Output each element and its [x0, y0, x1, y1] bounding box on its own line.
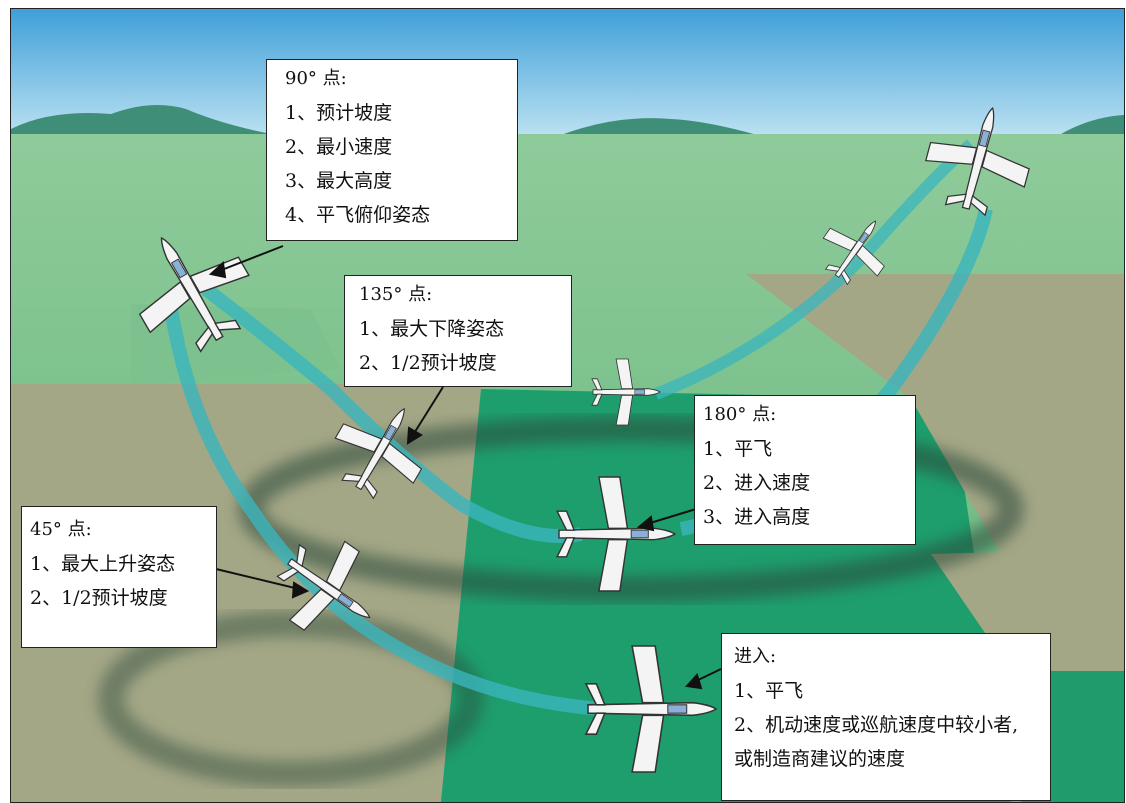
- arrow-icon: [218, 245, 284, 272]
- callout-180-item: 3、进入高度: [703, 506, 811, 528]
- callout-135-item: 1、最大下降姿态: [359, 318, 505, 340]
- callout-45-item: 1、最大上升姿态: [30, 553, 176, 575]
- arrow-icon: [636, 515, 655, 532]
- callout-45: 45° 点: 1、最大上升姿态 2、1/2预计坡度: [21, 506, 217, 648]
- arrow-icon: [208, 260, 227, 279]
- arrow-icon: [646, 508, 697, 525]
- arrow-icon: [684, 673, 703, 690]
- callout-180-item: 2、进入速度: [703, 472, 811, 494]
- callout-180: 180° 点: 1、平飞 2、进入速度 3、进入高度: [694, 395, 916, 545]
- flight-path: [164, 307, 602, 716]
- callout-180-item: 1、平飞: [703, 438, 773, 460]
- callout-135-item: 2、1/2预计坡度: [359, 352, 497, 374]
- callout-90-item: 1、预计坡度: [285, 102, 393, 124]
- diagram-frame: 90° 点: 1、预计坡度 2、最小速度 3、最大高度 4、平飞俯仰姿态 135…: [10, 8, 1125, 803]
- callout-90-item: 3、最大高度: [285, 170, 393, 192]
- shadow-icon: [98, 611, 484, 787]
- callout-entry-item: 或制造商建议的速度: [734, 748, 906, 770]
- callout-entry-item: 2、机动速度或巡航速度中较小者,: [734, 714, 1019, 736]
- field-tan-right: [746, 274, 1124, 554]
- callout-90-title: 90° 点:: [285, 68, 347, 89]
- callout-180-title: 180° 点:: [703, 404, 777, 425]
- arrow-icon: [215, 568, 300, 590]
- callout-90-item: 4、平飞俯仰姿态: [285, 204, 431, 226]
- callout-90: 90° 点: 1、预计坡度 2、最小速度 3、最大高度 4、平飞俯仰姿态: [266, 59, 518, 241]
- callout-45-item: 2、1/2预计坡度: [30, 587, 168, 609]
- callout-entry: 进入: 1、平飞 2、机动速度或巡航速度中较小者, 或制造商建议的速度: [721, 633, 1051, 801]
- callout-90-item: 2、最小速度: [285, 136, 393, 158]
- arrow-icon: [406, 426, 423, 445]
- field-tan-lower-right: [931, 549, 1124, 671]
- arrow-icon: [291, 581, 310, 599]
- flight-path: [653, 139, 975, 400]
- field-tan-left: [11, 384, 481, 802]
- arrow-icon: [412, 386, 444, 436]
- callout-135: 135° 点: 1、最大下降姿态 2、1/2预计坡度: [344, 275, 572, 387]
- callout-45-title: 45° 点:: [30, 519, 92, 540]
- callout-entry-item: 1、平飞: [734, 680, 804, 702]
- callout-135-title: 135° 点:: [359, 284, 433, 305]
- callout-entry-title: 进入:: [734, 646, 777, 667]
